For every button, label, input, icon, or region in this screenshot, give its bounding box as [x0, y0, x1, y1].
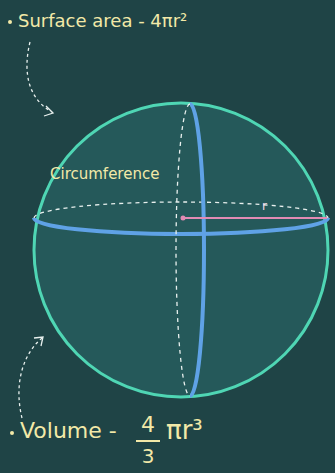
- part-label: Circumference: [50, 167, 159, 182]
- meridian-back: [176, 104, 190, 396]
- formula-label: Volume -: [20, 420, 117, 442]
- fraction-numerator: 4: [141, 414, 155, 436]
- equator-back: [34, 202, 328, 218]
- arrow-head: [34, 337, 43, 346]
- radius-line: [183, 217, 327, 219]
- equator-front: [34, 218, 328, 234]
- arrow-head: [44, 106, 53, 116]
- meridian-front: [190, 104, 204, 396]
- formula-label: πr³: [166, 417, 203, 443]
- fraction-bar: [136, 440, 160, 442]
- formula-label: Surface area - 4πr²: [18, 12, 187, 30]
- bullet: [8, 20, 12, 24]
- leader-line: [27, 42, 52, 112]
- fraction-denominator: 3: [142, 446, 155, 466]
- sphere-outline: [34, 103, 328, 397]
- center-dot: [181, 216, 186, 221]
- radius-label: r: [262, 200, 267, 212]
- leader-line: [19, 338, 42, 418]
- bullet: [10, 431, 14, 435]
